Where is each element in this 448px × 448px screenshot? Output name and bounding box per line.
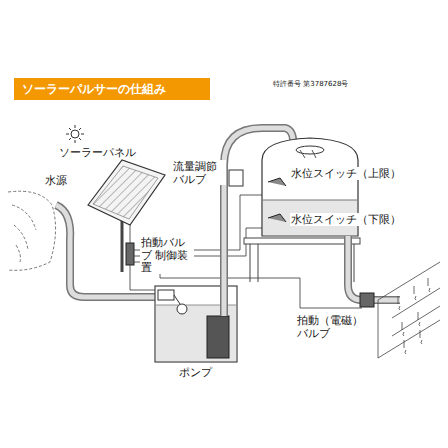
part-label: ポンプ xyxy=(178,366,213,379)
sprinkler-field xyxy=(378,262,440,358)
water-source xyxy=(8,191,56,270)
part-label: 拍動（電磁） バルブ xyxy=(296,314,370,339)
pipe xyxy=(348,236,400,300)
part-label: 水源 xyxy=(44,174,68,187)
title-bar: ソーラーパルサーの仕組み xyxy=(14,78,210,100)
flow-valve xyxy=(229,170,243,186)
controller-box xyxy=(126,243,134,265)
part-label: 流量調節 バルブ xyxy=(172,160,226,185)
part-label: 水位スイッチ（上限） xyxy=(290,167,402,180)
sun-icon xyxy=(66,125,84,143)
pulse-valve xyxy=(360,293,374,307)
pump xyxy=(207,316,229,358)
part-label: 拍動バルブ 制御装置 xyxy=(140,236,194,274)
part-label: ソーラーパネル xyxy=(58,146,137,159)
wire xyxy=(130,186,362,308)
part-label: 水位スイッチ（下限） xyxy=(290,213,402,226)
tank-stand xyxy=(244,238,360,282)
patent-note: 特許番号 第3787628号 xyxy=(272,80,349,88)
